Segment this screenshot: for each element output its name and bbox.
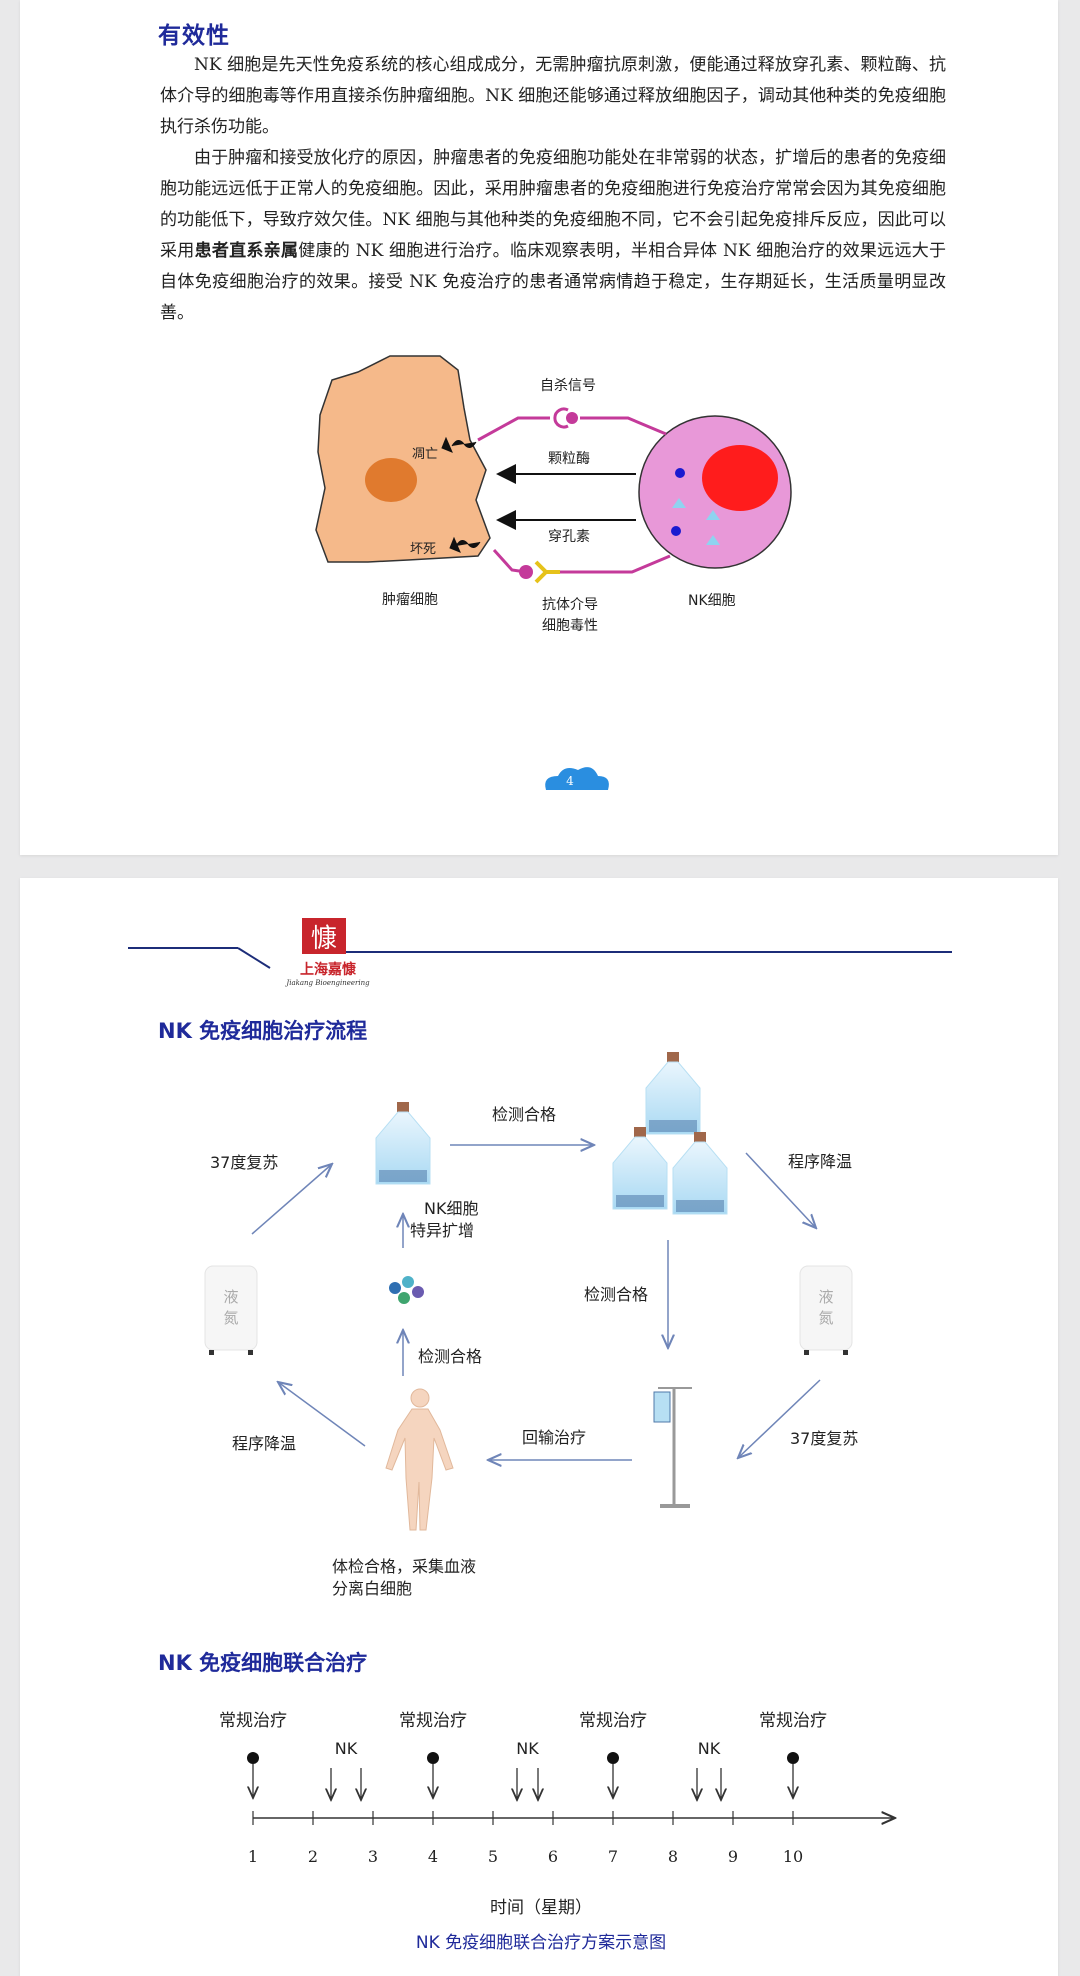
timeline-tick-label: 1 xyxy=(248,1847,258,1866)
nk-treatment-label: NK xyxy=(516,1739,539,1758)
nk-treatment-label: NK xyxy=(698,1739,721,1758)
receptor-icon xyxy=(553,407,569,429)
infusion-label: 回输治疗 xyxy=(522,1428,586,1447)
tumor-cell xyxy=(315,355,491,563)
document-page-4: 有效性 NK 细胞是先天性免疫系统的核心组成成分，无需肿瘤抗原刺激，便能通过释放… xyxy=(20,0,1058,855)
necrosis-marker-icon xyxy=(449,536,481,553)
nk-treatment-label: NK xyxy=(335,1739,358,1758)
page-5-graphics: 慷 上海嘉慷 Jiakang Bioengineering NK 免疫细胞治疗流… xyxy=(128,918,952,1953)
culture-bottle-icon xyxy=(672,1131,728,1215)
company-logo-char: 慷 xyxy=(311,924,337,954)
company-subname: Jiakang Bioengineering xyxy=(284,979,370,987)
regular-treatment-marker xyxy=(787,1752,799,1764)
granule-dot-2 xyxy=(671,526,681,536)
suicide-signal-label: 自杀信号 xyxy=(540,378,596,394)
section-heading-effectiveness: 有效性 xyxy=(158,23,230,49)
timeline-x-label: 时间（星期） xyxy=(490,1898,592,1918)
paragraph-2-text-b: 健康的 NK 细胞进行治疗。临床观察表明，半相合异体 NK 细胞治疗的效果远远大… xyxy=(160,241,947,323)
tumor-nucleus xyxy=(365,458,417,502)
nk-cell-label: NK细胞 xyxy=(688,593,736,609)
test-pass-label-top: 检测合格 xyxy=(492,1105,556,1124)
timeline-tick-label: 5 xyxy=(488,1847,498,1866)
collect-label-2: 分离白细胞 xyxy=(332,1579,412,1598)
tank-label-a: 液 xyxy=(818,1288,833,1306)
timeline-tick-label: 3 xyxy=(368,1847,378,1866)
page-number: 4 xyxy=(566,774,574,788)
flow-arrow xyxy=(738,1379,821,1458)
paragraph-2: 由于肿瘤和接受放化疗的原因，肿瘤患者的免疫细胞功能处在非常弱的状态，扩增后的患者… xyxy=(160,143,946,329)
granzyme-label: 颗粒酶 xyxy=(548,451,590,467)
timeline-tick-label: 10 xyxy=(783,1847,803,1866)
program-cool-label-left: 程序降温 xyxy=(232,1434,296,1453)
timeline-tick-label: 2 xyxy=(308,1847,318,1866)
culture-bottle-icon xyxy=(645,1051,701,1135)
apoptosis-label: 凋亡 xyxy=(412,447,438,462)
apoptosis-marker-icon xyxy=(441,436,477,453)
paragraph-2-bold: 患者直系亲属 xyxy=(194,241,299,261)
perforin-label: 穿孔素 xyxy=(548,529,590,545)
regular-treatment-label: 常规治疗 xyxy=(219,1711,287,1731)
revive-label-left: 37度复苏 xyxy=(210,1153,278,1172)
regular-treatment-label: 常规治疗 xyxy=(399,1711,467,1731)
page-number-cloud-icon xyxy=(545,767,609,790)
nk-nucleus xyxy=(702,445,778,511)
test-pass-label-left: 检测合格 xyxy=(418,1347,482,1366)
header-rule-right xyxy=(311,933,952,953)
combo-section-heading: NK 免疫细胞联合治疗 xyxy=(158,1651,367,1675)
combination-therapy-timeline: 1 2 3 4 5 6 7 8 9 10 常规治疗 常规治疗 常规治疗 常规治疗 NK NK NK xyxy=(219,1711,895,1866)
perforin-shape-3 xyxy=(706,535,720,545)
granule-dot-1 xyxy=(675,468,685,478)
regular-treatment-marker xyxy=(427,1752,439,1764)
test-pass-label-mid: 检测合格 xyxy=(584,1285,648,1304)
company-logo-seal xyxy=(302,918,346,954)
antibody-icon xyxy=(534,560,560,584)
nk-cell-cluster-icon xyxy=(389,1276,424,1304)
tumor-cell-label: 肿瘤细胞 xyxy=(382,591,438,608)
program-cool-label-right: 程序降温 xyxy=(788,1152,852,1171)
timeline-tick-label: 8 xyxy=(668,1847,678,1866)
flow-arrow xyxy=(251,1164,332,1235)
tank-label-b: 氮 xyxy=(818,1309,833,1327)
flow-arrow xyxy=(278,1382,366,1447)
flow-section-heading: NK 免疫细胞治疗流程 xyxy=(158,1019,367,1043)
timeline-tick-label: 4 xyxy=(428,1847,438,1866)
regular-treatment-marker xyxy=(607,1752,619,1764)
flow-arrow xyxy=(745,1152,816,1228)
expand-label-1: NK细胞 xyxy=(424,1199,478,1218)
tank-label-a: 液 xyxy=(223,1288,238,1306)
collect-label-1: 体检合格，采集血液 xyxy=(332,1557,476,1576)
revive-label-right: 37度复苏 xyxy=(790,1429,858,1448)
regular-treatment-marker xyxy=(247,1752,259,1764)
expand-label-2: 特异扩增 xyxy=(410,1221,474,1240)
culture-bottle-icon xyxy=(612,1126,668,1210)
perforin-shape-2 xyxy=(706,510,720,520)
paragraph-1: NK 细胞是先天性免疫系统的核心组成成分，无需肿瘤抗原刺激，便能通过释放穿孔素、… xyxy=(160,55,946,137)
adcc-label-1: 抗体介导 xyxy=(542,597,598,613)
antigen-icon xyxy=(519,565,533,579)
perforin-shape-1 xyxy=(672,498,686,508)
regular-treatment-label: 常规治疗 xyxy=(759,1711,827,1731)
timeline-tick-label: 9 xyxy=(728,1847,738,1866)
iv-drip-stand-icon xyxy=(653,1387,692,1508)
culture-bottle-icon xyxy=(375,1101,431,1185)
timeline-tick-label: 6 xyxy=(548,1847,558,1866)
patient-figure-icon xyxy=(385,1388,454,1531)
timeline-caption: NK 免疫细胞联合治疗方案示意图 xyxy=(416,1933,666,1953)
tank-label-b: 氮 xyxy=(223,1309,238,1327)
company-name: 上海嘉慷 xyxy=(300,961,356,978)
paragraph-2-text-a: 由于肿瘤和接受放化疗的原因，肿瘤患者的免疫细胞功能处在非常弱的状态，扩增后的患者… xyxy=(160,148,946,261)
timeline-tick-label: 7 xyxy=(608,1847,618,1866)
necrosis-label: 坏死 xyxy=(410,542,436,557)
regular-treatment-label: 常规治疗 xyxy=(579,1711,647,1731)
document-page-5: 慷 上海嘉慷 Jiakang Bioengineering NK 免疫细胞治疗流… xyxy=(20,878,1058,1976)
nk-mechanism-diagram: 凋亡 坏死 肿瘤细胞 NK细胞 自杀信号 颗粒酶 穿孔素 抗体介导 细胞毒性 4 xyxy=(315,355,792,790)
adcc-label-2: 细胞毒性 xyxy=(542,618,598,634)
ligand-icon xyxy=(566,412,578,424)
